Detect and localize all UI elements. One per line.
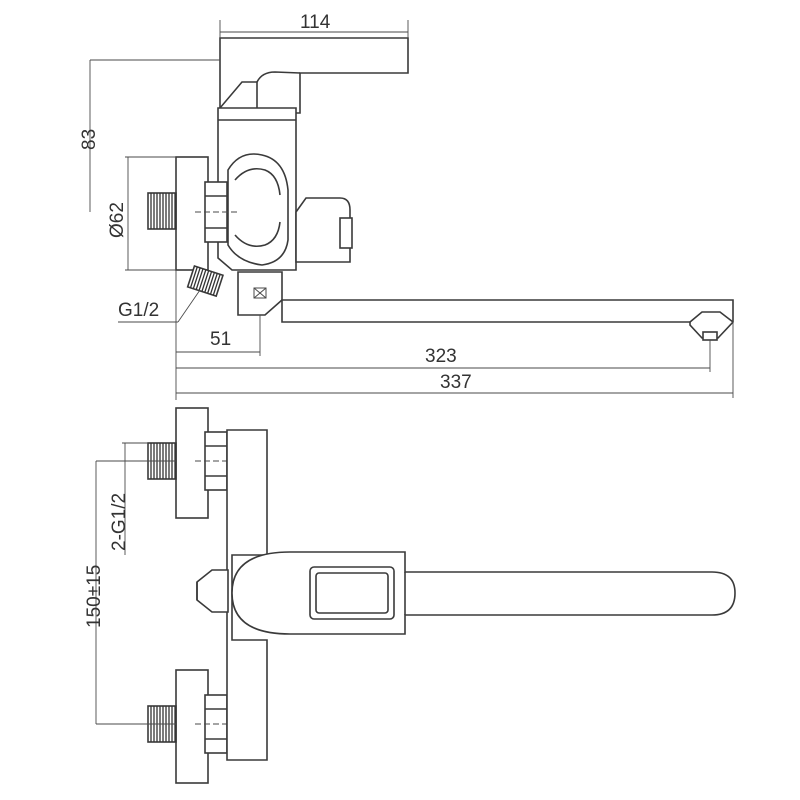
- spout-top-view: [231, 551, 736, 635]
- dim-323-label: 323: [425, 346, 457, 367]
- thread-line: [189, 266, 198, 289]
- spout: [281, 299, 734, 339]
- angled-thread: [186, 264, 224, 298]
- knob-housing: [227, 153, 289, 266]
- connector-mark: [253, 287, 267, 299]
- wall-flange: [175, 156, 209, 271]
- thread-line: [212, 274, 221, 296]
- handle-window: [309, 566, 395, 620]
- upper-flange: [175, 407, 209, 519]
- top-dimensions: 114 83 Ø62 G1/2 51 323 337: [79, 12, 734, 400]
- front-view: [147, 407, 736, 784]
- side-view: [147, 37, 734, 341]
- g12-label: G1/2: [118, 300, 159, 321]
- front-dimensions: 150±15 2-G1/2: [84, 442, 176, 725]
- dim-51-label: 51: [210, 329, 231, 350]
- g12b-label: 2-G1/2: [109, 493, 130, 551]
- connector-mark-x2: [253, 287, 267, 299]
- vertical-body: [226, 429, 268, 761]
- g12-leader-d: [177, 289, 201, 323]
- knob-arc-bottom: [234, 221, 281, 248]
- thread-line: [198, 269, 207, 291]
- knob-arc-top: [234, 167, 281, 196]
- thread-lines: [150, 193, 176, 229]
- thread-line: [195, 268, 204, 290]
- threaded-inlet: [147, 192, 177, 230]
- dim-114-label: 114: [300, 12, 331, 33]
- diverter-cap: [339, 217, 353, 249]
- lever-handle: [219, 37, 409, 114]
- thread-line: [201, 270, 210, 292]
- dim-62-label: Ø62: [107, 202, 128, 238]
- dim-83-label: 83: [79, 129, 100, 150]
- spout-tip: [689, 311, 734, 323]
- thread-line: [209, 273, 218, 295]
- side-knob: [196, 569, 229, 613]
- lever-curve: [256, 71, 301, 83]
- dim-150-label: 150±15: [84, 565, 105, 628]
- thread-line: [192, 267, 201, 289]
- handle-window-inner: [315, 572, 389, 614]
- lower-flange: [175, 669, 209, 784]
- dim-337-label: 337: [440, 372, 472, 393]
- thread-line: [206, 272, 216, 294]
- aerator: [702, 331, 718, 341]
- thread-line: [204, 271, 213, 293]
